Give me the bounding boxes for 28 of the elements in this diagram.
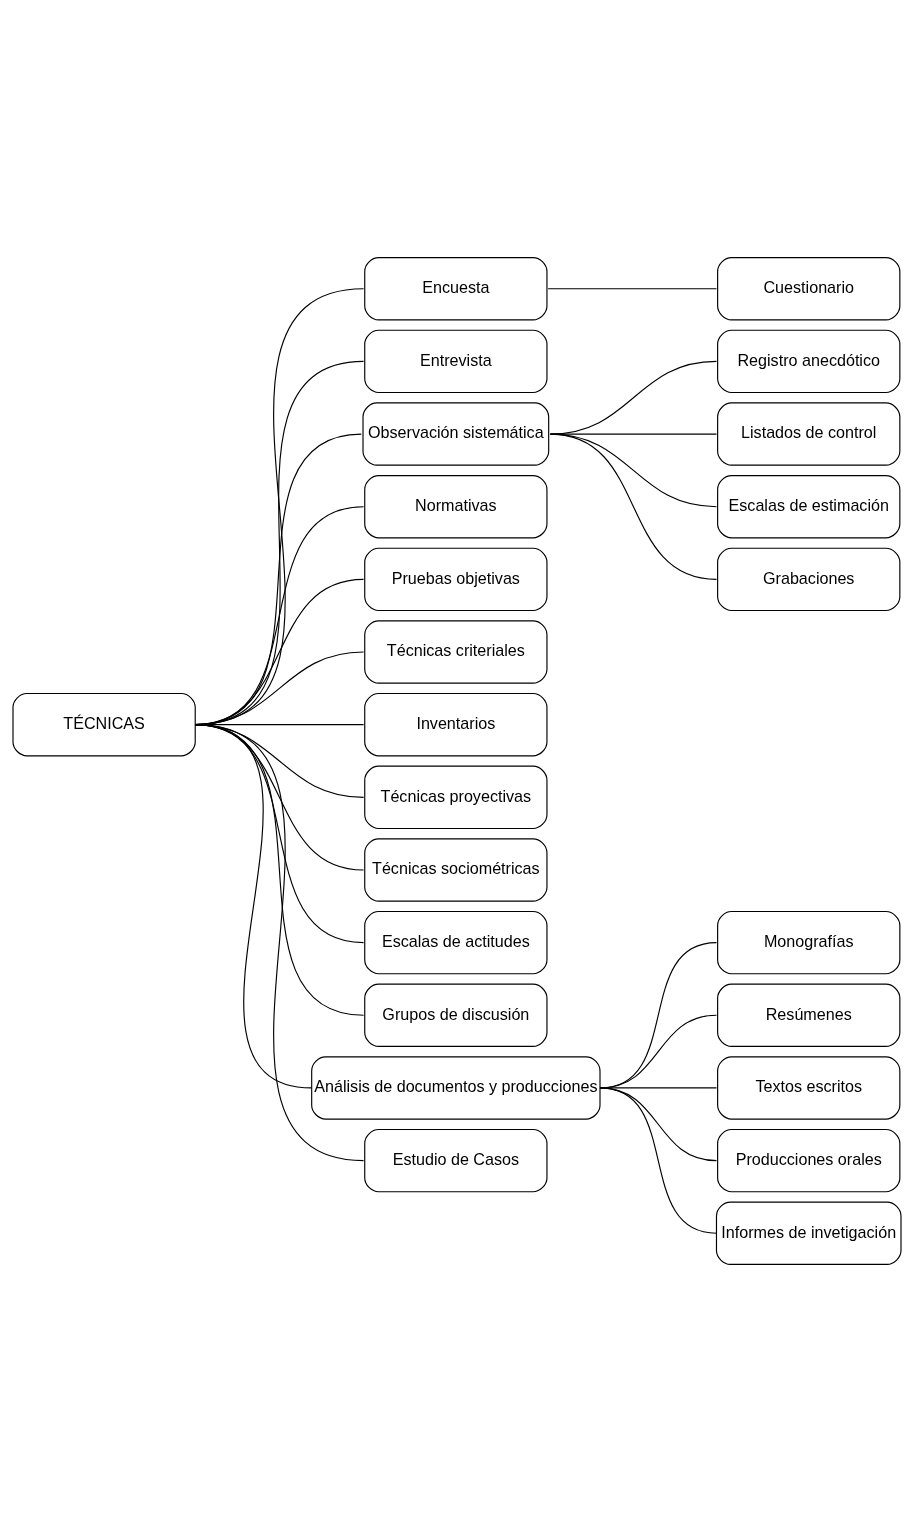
- node-box: Monografías: [717, 910, 901, 974]
- node-box: Estudio de Casos: [364, 1128, 548, 1192]
- node-box: Grupos de discusión: [364, 983, 548, 1047]
- node-box: Entrevista: [364, 329, 548, 393]
- node-box: Observación sistemática: [362, 401, 550, 466]
- node-box: Textos escritos: [717, 1055, 901, 1120]
- node-box: TÉCNICAS: [12, 692, 196, 756]
- node-box: Escalas de actitudes: [364, 910, 548, 974]
- node-box: Encuesta: [364, 256, 548, 320]
- node-box: Listados de control: [717, 401, 901, 466]
- node-box: Cuestionario: [717, 256, 901, 320]
- node-box: Grabaciones: [717, 547, 901, 611]
- node-box: Técnicas sociométricas: [364, 837, 548, 902]
- node-box: Producciones orales: [717, 1128, 901, 1192]
- node-box: Normativas: [364, 474, 548, 538]
- node-box: Pruebas objetivas: [364, 547, 548, 611]
- connector: [599, 1086, 718, 1234]
- connector: [549, 433, 718, 580]
- node-box: Informes de invetigación: [715, 1201, 902, 1265]
- node-box: Resúmenes: [717, 983, 901, 1047]
- connector: [194, 723, 365, 1161]
- node-box: Análisis de documentos y producciones: [311, 1055, 601, 1120]
- node-box: Técnicas criteriales: [364, 619, 548, 684]
- node-box: Escalas de estimación: [717, 474, 901, 538]
- node-box: Inventarios: [364, 692, 548, 756]
- connector: [547, 287, 718, 289]
- node-box: Registro anecdótico: [717, 329, 901, 393]
- node-box: Técnicas proyectivas: [364, 765, 548, 829]
